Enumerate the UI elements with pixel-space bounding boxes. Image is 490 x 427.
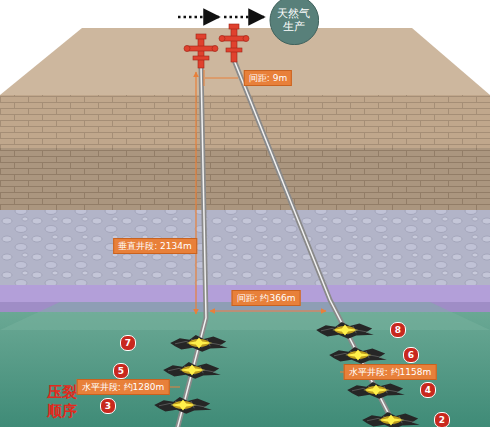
- callout-number: 6: [403, 347, 419, 363]
- spacing-dimension: 间距: 约366m: [232, 290, 301, 306]
- output-circle: 天然气 生产: [269, 0, 320, 45]
- label-text: 8: [395, 325, 401, 335]
- label-text: 5: [118, 366, 124, 376]
- label-text: 间距: 约366m: [237, 293, 296, 303]
- sequence-note: 压裂 顺序: [46, 383, 79, 421]
- callout-number: 8: [390, 322, 406, 338]
- label-text: 3: [105, 401, 111, 411]
- label-text: 6: [408, 350, 414, 360]
- node-text: 天然气 生产: [276, 7, 312, 33]
- label-text: 7: [125, 338, 131, 348]
- circle-shape: [270, 0, 319, 44]
- spacing-dimension: 间距: 9m: [244, 70, 292, 86]
- label-text: 间距: 9m: [249, 73, 287, 83]
- callout-number: 7: [120, 335, 136, 351]
- label-text: 2: [439, 415, 445, 425]
- length-dimension: 水平井段: 约1158m: [344, 364, 437, 380]
- label-text: 垂直井段: 2134m: [118, 241, 192, 251]
- label-text: 水平井段: 约1158m: [349, 367, 432, 377]
- callout-number: 4: [420, 382, 436, 398]
- callout-number: 2: [434, 412, 450, 427]
- depth-dimension: 垂直井段: 2134m: [113, 238, 197, 254]
- label-text: 4: [425, 385, 431, 395]
- callout-number: 3: [100, 398, 116, 414]
- label-text: 水平井段: 约1280m: [82, 382, 165, 392]
- label-text: 压裂 顺序: [47, 383, 77, 420]
- length-dimension: 水平井段: 约1280m: [77, 379, 170, 395]
- callout-number: 5: [113, 363, 129, 379]
